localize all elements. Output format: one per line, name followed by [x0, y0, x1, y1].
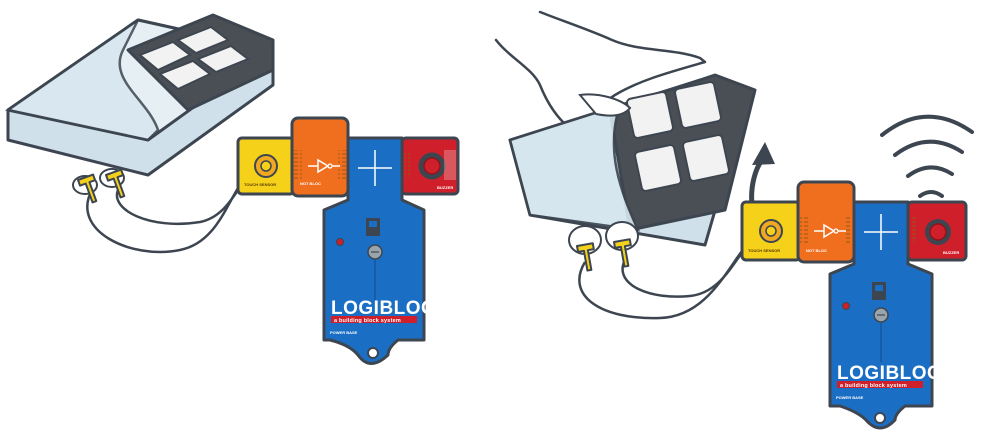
not-gate-module: NOT BLOC — [290, 116, 350, 198]
left-scene: TOUCH SENSOR NOT BLOC LOGIBLOCS — [6, 13, 460, 365]
touch-sensor-module: TOUCH SENSOR — [740, 200, 802, 262]
buzzer-module: BUZZER — [400, 136, 460, 196]
chocolate-bar-icon — [6, 13, 275, 177]
module-label: BUZZER — [943, 250, 959, 255]
alligator-clip-icon — [576, 242, 599, 273]
base-label: POWER BASE — [836, 395, 864, 400]
brand-name: LOGIBLOCS — [331, 298, 448, 319]
chocolate-bar-icon — [508, 73, 757, 247]
right-scene: TOUCH SENSOR NOT BLOC LOGIBLOCS — [494, 10, 974, 430]
up-arrow-icon — [749, 142, 775, 208]
module-label: TOUCH SENSOR — [244, 182, 276, 187]
alligator-clip-icon — [613, 238, 636, 269]
base-label: POWER BASE — [330, 330, 358, 335]
power-base: LOGIBLOCS a building block system POWER … — [322, 136, 448, 365]
hand-fingers — [578, 93, 632, 117]
sound-waves-icon — [880, 114, 974, 198]
buzzer-module: BUZZER — [906, 200, 968, 262]
brand-tagline: a building block system — [334, 318, 401, 324]
module-label: TOUCH SENSOR — [748, 248, 780, 253]
brand-tagline: a building block system — [840, 383, 907, 389]
touch-sensor-module: TOUCH SENSOR — [236, 136, 296, 196]
module-label: NOT BLOC — [806, 248, 827, 253]
brand-name: LOGIBLOCS — [837, 363, 954, 384]
module-label: BUZZER — [437, 185, 453, 190]
not-gate-module: NOT BLOC — [796, 180, 856, 264]
power-base: LOGIBLOCS a building block system POWER … — [828, 200, 954, 430]
module-label: NOT BLOC — [300, 181, 321, 186]
